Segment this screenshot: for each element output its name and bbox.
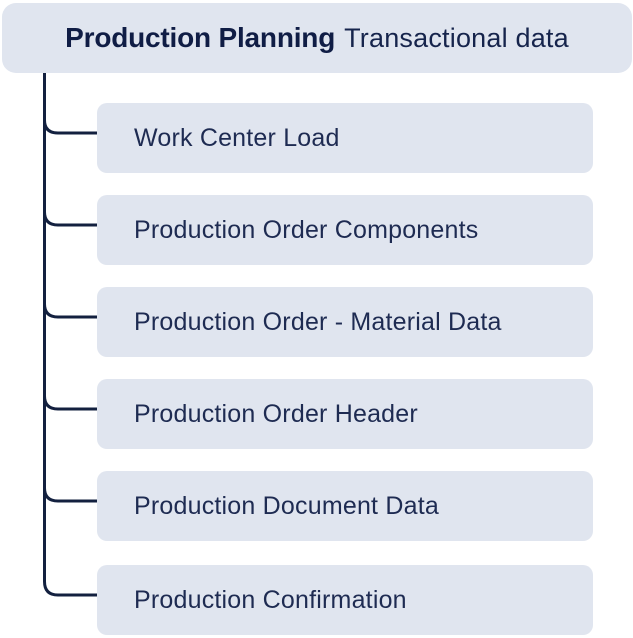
connector-branch-1 <box>43 119 98 135</box>
tree-node-label: Production Order Components <box>134 215 479 244</box>
tree-node-production-order-header: Production Order Header <box>97 379 593 449</box>
connector-branch-5 <box>43 487 98 503</box>
tree-node-production-confirmation: Production Confirmation <box>97 565 593 635</box>
tree-node-production-document-data: Production Document Data <box>97 471 593 541</box>
root-node-subtitle: Transactional data <box>344 22 569 53</box>
tree-node-label: Production Order - Material Data <box>134 307 502 336</box>
tree-node-label: Production Document Data <box>134 491 439 520</box>
connector-branch-4 <box>43 395 98 411</box>
tree-node-work-center-load: Work Center Load <box>97 103 593 173</box>
tree-node-label: Production Confirmation <box>134 585 407 614</box>
tree-node-production-order-components: Production Order Components <box>97 195 593 265</box>
tree-node-label: Production Order Header <box>134 399 418 428</box>
connector-trunk <box>43 73 98 597</box>
tree-node-label: Work Center Load <box>134 123 340 152</box>
root-node-title: Production Planning <box>65 22 336 53</box>
connector-branch-3 <box>43 303 98 319</box>
connector-branch-2 <box>43 211 98 227</box>
tree-node-production-order-material-data: Production Order - Material Data <box>97 287 593 357</box>
root-node-production-planning: Production Planning Transactional data <box>2 3 632 73</box>
